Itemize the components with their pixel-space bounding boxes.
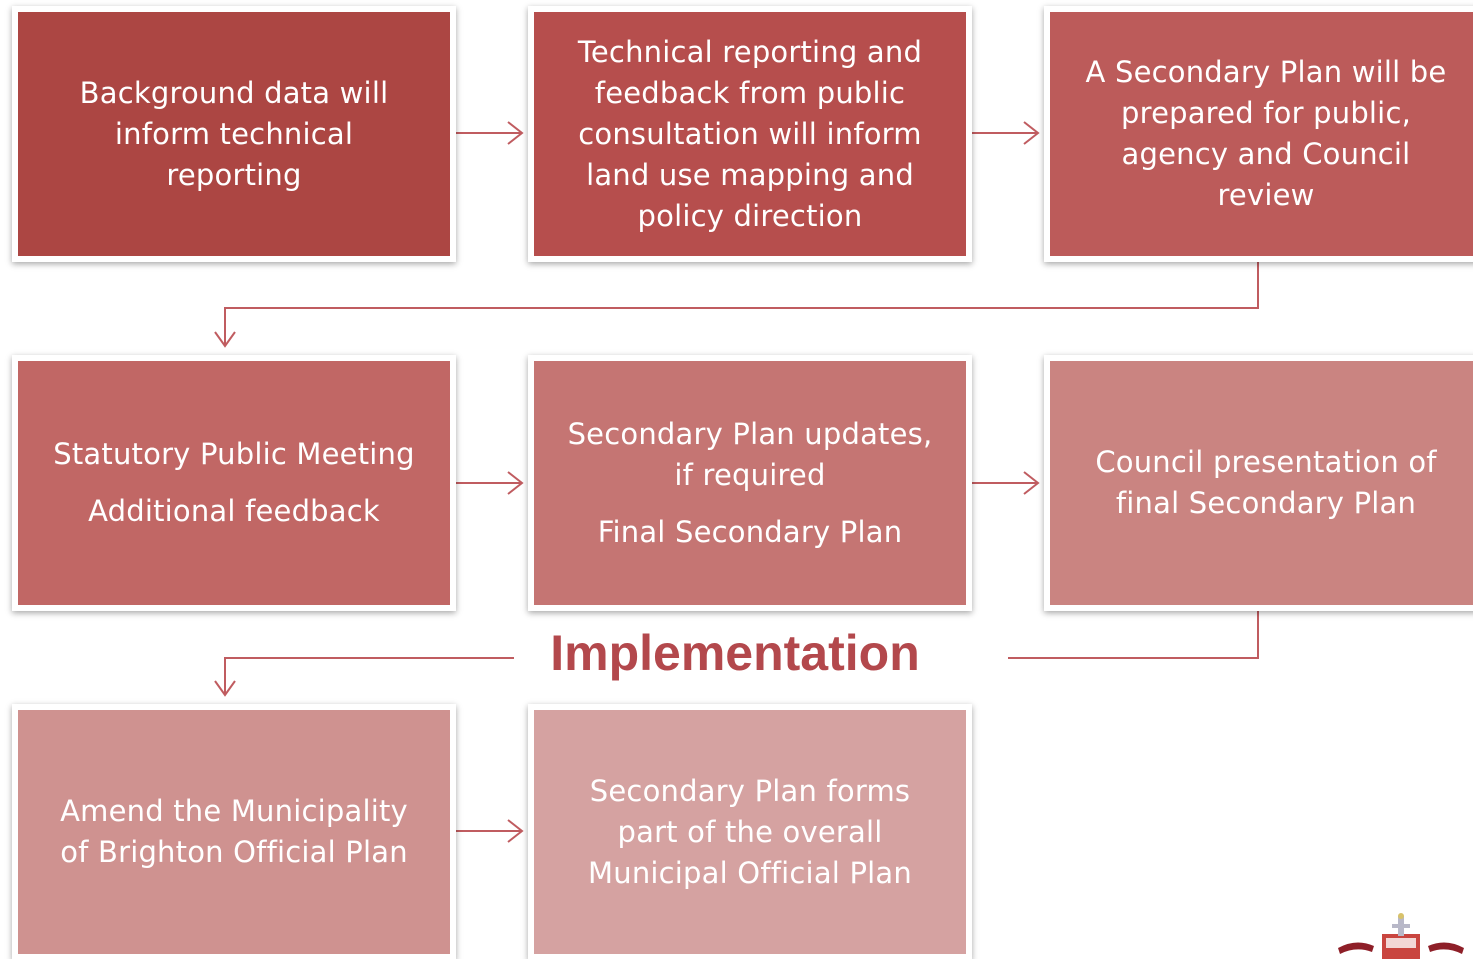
step-box-secondary-plan-prepared: A Secondary Plan will be prepared for pu… [1044,6,1473,262]
step-text-line: reporting [166,157,302,192]
step-box-background-data: Background data will inform technical re… [12,6,456,262]
step-text-line: Background data will [79,75,389,110]
step-text-line: consultation will inform [578,116,922,151]
step-text-line: if required [674,457,826,492]
step-box-technical-reporting: Technical reporting and feedback from pu… [528,6,972,262]
step-text-line: part of the overall [617,814,883,849]
step-box-statutory-public-meeting: Statutory Public Meeting Additional feed… [12,355,456,611]
step-text-line: Technical reporting and [577,34,923,69]
implementation-heading: Implementation [550,625,920,681]
step-text-line: Final Secondary Plan [597,514,903,549]
step-text-line: Amend the Municipality [60,794,408,828]
step-box-secondary-plan-updates: Secondary Plan updates, if required Fina… [528,355,972,611]
step-text-line: prepared for public, [1120,96,1412,130]
step-box-secondary-plan-forms-part: Secondary Plan forms part of the overall… [528,704,972,959]
step-text-line: inform technical [114,116,354,151]
step-text-line: Municipal Official Plan [588,855,912,890]
step-text-line: review [1217,178,1315,212]
step-box-amend-official-plan: Amend the Municipality of Brighton Offic… [12,704,456,959]
arrow-step6-to-step7 [214,611,1259,697]
step-text-line: final Secondary Plan [1115,486,1417,520]
step-text-line: policy direction [637,198,863,233]
arrow-step3-to-step4 [214,262,1259,348]
step-text-line: land use mapping and [586,157,914,192]
step-text-line: Additional feedback [88,494,380,528]
step-box-council-presentation: Council presentation of final Secondary … [1044,355,1473,611]
step-text-line: Council presentation of [1095,445,1437,479]
step-text-line: Secondary Plan forms [589,773,911,808]
step-text-line: Statutory Public Meeting [53,437,415,471]
step-text-line: A Secondary Plan will be [1085,55,1447,89]
step-text-line: agency and Council [1121,137,1411,171]
step-text-line: Secondary Plan updates, [567,416,933,451]
step-text-line: feedback from public [594,75,906,110]
step-text-line: of Brighton Official Plan [60,835,408,869]
municipality-crest-icon [1338,913,1464,959]
